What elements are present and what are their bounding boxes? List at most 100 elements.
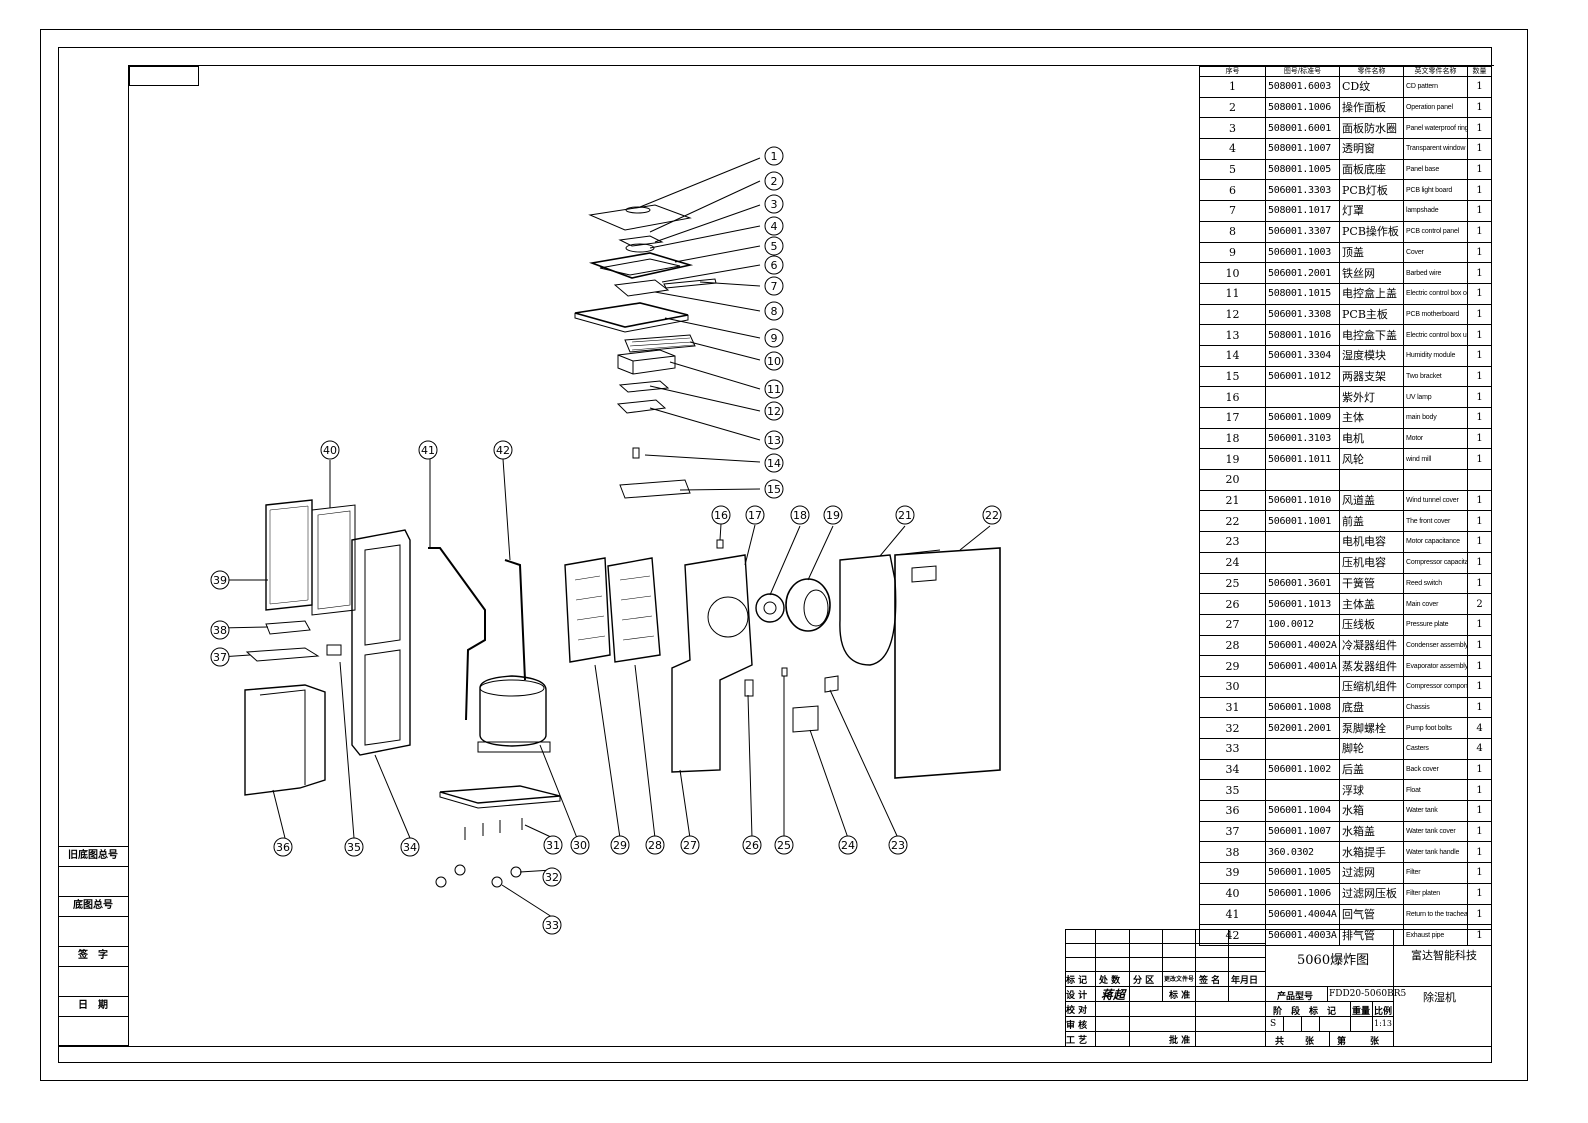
part-compressor: [479, 675, 547, 747]
bom-cell-no: 28: [1199, 634, 1266, 657]
part-back-cover: [351, 529, 411, 756]
callout-27: 27: [680, 835, 700, 855]
callout-32: 32: [542, 867, 562, 887]
bom-cell-no: 30: [1199, 675, 1266, 698]
role-standard-label: 标 准: [1169, 991, 1191, 1001]
old-drawing-no-field[interactable]: [58, 866, 128, 896]
bom-cell-cn: 主体: [1339, 407, 1404, 429]
callout-36: 36: [273, 837, 293, 857]
bom-cell-cn: 风轮: [1339, 448, 1404, 471]
bom-cell-cn: 透明窗: [1339, 138, 1404, 160]
callout-label: 21: [898, 509, 912, 522]
role-check-label: 校 对: [1066, 1006, 1088, 1016]
part-control-box-cover: [617, 349, 676, 375]
callout-23: 23: [888, 835, 908, 855]
callout-label: 2: [771, 175, 778, 188]
part-handle: [265, 620, 311, 635]
part-chassis: [439, 785, 561, 804]
bom-cell-cn: PCB灯板: [1339, 179, 1404, 202]
bom-cell-cn: 两器支架: [1339, 365, 1404, 388]
bom-cell-cn: 冷凝器组件: [1339, 634, 1404, 657]
bom-cell-qty: 1: [1467, 862, 1492, 884]
callout-17: 17: [745, 505, 765, 525]
bom-cell-qty: 1: [1467, 531, 1492, 553]
rev-change-doc-label: 更改文件号: [1164, 976, 1195, 983]
callout-24: 24: [838, 835, 858, 855]
callout-label: 5: [771, 240, 778, 253]
callout-label: 13: [767, 434, 781, 447]
bom-cell-cn: 面板防水圈: [1339, 117, 1404, 140]
bom-cell-qty: 1: [1467, 200, 1492, 222]
callout-label: 4: [771, 220, 778, 233]
callout-3: 3: [764, 194, 784, 214]
model-label: 产品型号: [1277, 992, 1314, 1002]
callout-label: 31: [546, 839, 560, 852]
callout-label: 23: [891, 839, 905, 852]
drawing-no-label: 底图总号: [58, 896, 128, 916]
rev-sign-label: 签 名: [1199, 976, 1221, 986]
callout-21: 21: [895, 505, 915, 525]
callout-label: 39: [213, 574, 227, 587]
part-return-pipe: [428, 547, 486, 721]
callout-18: 18: [790, 505, 810, 525]
callout-label: 32: [545, 871, 559, 884]
part-panel-base: [588, 252, 694, 279]
callout-10: 10: [764, 351, 784, 371]
callout-label: 16: [714, 509, 728, 522]
part-cd-pattern: [588, 204, 692, 231]
callout-label: 25: [777, 839, 791, 852]
date-field[interactable]: [58, 1016, 128, 1046]
callout-label: 9: [771, 332, 778, 345]
callout-1: 1: [764, 146, 784, 166]
callout-label: 7: [771, 280, 778, 293]
bottom-strip: [58, 1046, 1492, 1063]
scale-label: 比例: [1374, 1007, 1393, 1017]
callout-label: 35: [347, 841, 361, 854]
callout-28: 28: [645, 835, 665, 855]
bom-header-qty: 数量: [1467, 66, 1492, 77]
sheets-label: 张: [1305, 1037, 1315, 1047]
designer-signature: 蒋超: [1101, 988, 1126, 1002]
bom-header-row: 序号 图号/标准号 零件名称 英文零件名称 数量: [1199, 66, 1492, 77]
callout-label: 17: [748, 509, 762, 522]
callout-label: 26: [745, 839, 759, 852]
callout-26: 26: [742, 835, 762, 855]
callout-34: 34: [400, 837, 420, 857]
part-filter: [265, 499, 313, 611]
callout-label: 15: [767, 483, 781, 496]
callout-label: 18: [793, 509, 807, 522]
drawing-no-field[interactable]: [58, 916, 128, 946]
part-panel-ring: [618, 235, 664, 247]
callout-label: 42: [496, 444, 510, 457]
part-wind-tunnel: [839, 554, 897, 666]
callout-25: 25: [774, 835, 794, 855]
bom-cell-cn: 电机电容: [1339, 531, 1404, 553]
product-name: 除湿机: [1423, 991, 1456, 1004]
callout-9: 9: [764, 328, 784, 348]
stage-value: S: [1270, 1019, 1277, 1029]
callout-label: 41: [421, 444, 435, 457]
page-sheets-label: 张: [1370, 1037, 1380, 1047]
callout-label: 37: [213, 651, 227, 664]
signature-field[interactable]: [58, 966, 128, 996]
part-front-cover: [894, 547, 1001, 779]
date-label: 日 期: [58, 996, 128, 1016]
corner-box: [129, 66, 199, 86]
callout-12: 12: [764, 401, 784, 421]
page-label: 第: [1337, 1037, 1347, 1047]
part-condenser: [607, 557, 661, 663]
bom-cell-qty: 1: [1467, 572, 1492, 595]
callout-label: 11: [767, 383, 781, 396]
